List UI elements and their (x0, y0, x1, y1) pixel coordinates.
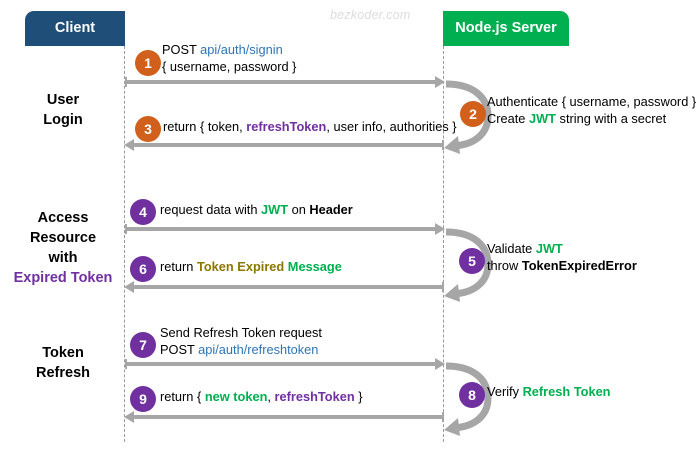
step-text-8: Verify Refresh Token (487, 383, 611, 400)
step-9-suffix: } (354, 389, 363, 404)
self-loop-icon (444, 362, 492, 436)
step-badge-2[interactable]: 2 (460, 101, 486, 127)
step-9-prefix: return { (160, 389, 205, 404)
section-line-2: Login (43, 112, 83, 128)
step-5-prefix: Validate (487, 241, 536, 256)
step-text-4: request data with JWT on Header (160, 201, 353, 218)
step-text-2: Authenticate { username, password } Crea… (487, 93, 696, 127)
section-label-access-resource: Access Resource with Expired Token (6, 208, 120, 288)
step-badge-4[interactable]: 4 (130, 199, 156, 225)
section-line-2: Resource (29, 230, 97, 246)
step-2-prefix: Create (487, 111, 529, 126)
step-3-prefix: return { token, (163, 119, 247, 134)
step-badge-9[interactable]: 9 (130, 386, 156, 412)
step-1-line-2: { username, password } (162, 59, 297, 74)
step-6-line-1: return Token Expired Message (160, 258, 342, 275)
step-5-line-1: Validate JWT (487, 240, 637, 257)
arrow-request-resource (125, 223, 445, 235)
section-line-2: Refresh (36, 365, 90, 381)
self-loop-validate (444, 226, 496, 302)
step-3-suffix: , user info, authorities } (326, 119, 457, 134)
step-6-token-expired: Token Expired (197, 259, 285, 274)
step-text-1: POST api/auth/signin { username, passwor… (162, 41, 296, 75)
arrow-response-token-expired (124, 281, 444, 293)
step-3-line-1: return { token, refreshToken, user info,… (163, 118, 457, 135)
step-badge-8[interactable]: 8 (459, 382, 485, 408)
self-loop-icon (444, 228, 492, 302)
step-2-line-2: Create JWT string with a secret (487, 110, 696, 127)
step-7-method: POST (160, 342, 199, 357)
step-text-5: Validate JWT throw TokenExpiredError (487, 240, 637, 274)
section-label-token-refresh: Token Refresh (6, 343, 120, 383)
step-4-header: Header (309, 202, 353, 217)
step-text-7: Send Refresh Token request POST api/auth… (160, 324, 322, 358)
actor-server-header: Node.js Server (443, 11, 569, 46)
lifeline-client (124, 46, 125, 442)
step-badge-1[interactable]: 1 (135, 50, 161, 76)
actor-client-header: Client (25, 11, 125, 46)
step-badge-6[interactable]: 6 (130, 256, 156, 282)
section-line-1: Access (37, 210, 89, 226)
step-2-suffix: string with a secret (555, 111, 667, 126)
step-text-6: return Token Expired Message (160, 258, 342, 275)
step-5-throw: throw (487, 258, 522, 273)
step-4-jwt: JWT (261, 202, 289, 217)
step-text-3: return { token, refreshToken, user info,… (163, 118, 457, 135)
arrow-request-refresh-token (125, 358, 445, 370)
section-line-1: Token (42, 345, 84, 361)
step-1-method: POST (162, 42, 201, 57)
lifeline-server (443, 46, 444, 442)
step-7-line-2: POST api/auth/refreshtoken (160, 341, 322, 358)
step-2-jwt: JWT (528, 111, 556, 126)
step-9-mid: , (267, 389, 275, 404)
step-7-endpoint-link[interactable]: api/auth/refreshtoken (198, 342, 319, 357)
self-loop-icon (444, 80, 492, 154)
step-5-line-2: throw TokenExpiredError (487, 257, 637, 274)
step-9-new-token: new token (204, 389, 268, 404)
step-text-9: return { new token, refreshToken } (160, 388, 363, 405)
step-5-error: TokenExpiredError (521, 258, 637, 273)
watermark: bezkoder.com (330, 8, 411, 22)
arrow-response-new-token (124, 411, 444, 423)
section-line-4: Expired Token (13, 270, 113, 286)
step-8-refresh-token: Refresh Token (522, 384, 611, 399)
step-badge-3[interactable]: 3 (135, 116, 161, 142)
self-loop-authenticate (444, 78, 496, 154)
step-3-refresh-token: refreshToken (246, 119, 327, 134)
arrow-request-signin (125, 76, 445, 88)
step-4-prefix: request data with (160, 202, 262, 217)
step-badge-5[interactable]: 5 (459, 248, 485, 274)
section-line-1: User (46, 92, 80, 108)
step-badge-7[interactable]: 7 (130, 332, 156, 358)
step-6-prefix: return (160, 259, 197, 274)
self-loop-verify (444, 360, 496, 436)
step-8-line-1: Verify Refresh Token (487, 383, 611, 400)
step-2-line-1: Authenticate { username, password } (487, 94, 697, 109)
step-9-line-1: return { new token, refreshToken } (160, 388, 363, 405)
step-1-line-1: POST api/auth/signin (162, 41, 296, 58)
arrow-response-signin (124, 139, 444, 151)
step-9-refresh-token: refreshToken (274, 389, 355, 404)
step-7-line-1: Send Refresh Token request (160, 325, 322, 340)
step-6-message: Message (284, 259, 342, 274)
step-4-mid: on (288, 202, 310, 217)
step-8-prefix: Verify (487, 384, 523, 399)
step-4-line-1: request data with JWT on Header (160, 201, 353, 218)
step-5-jwt: JWT (535, 241, 563, 256)
section-label-user-login: User Login (6, 90, 120, 130)
section-line-3: with (48, 250, 78, 266)
step-1-endpoint-link[interactable]: api/auth/signin (200, 42, 283, 57)
